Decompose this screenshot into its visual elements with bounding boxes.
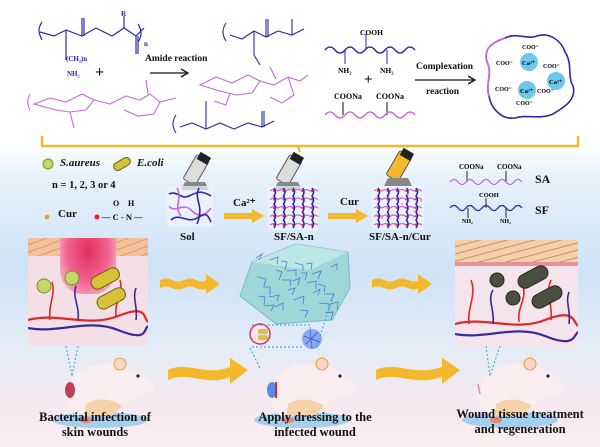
s-aureus-bacterium	[64, 270, 80, 286]
guide-lines-mouse-3	[485, 345, 501, 377]
plus-sign-2: +	[364, 72, 373, 88]
key-sf-cooh: COOH	[479, 192, 499, 199]
complexation-label-2: reaction	[426, 87, 460, 97]
stage-caption-1: Bacterial infection of skin wounds	[20, 410, 170, 440]
e-coli-bacterium	[96, 287, 126, 310]
sf-nh2-right: NH₂	[380, 66, 394, 75]
ca-complex-ring	[485, 34, 575, 119]
sf-chain-top	[324, 34, 416, 64]
dead-bacterium	[489, 272, 505, 288]
sf-polymer-n: n	[144, 40, 148, 48]
infected-inset-icon	[249, 323, 271, 345]
stage-arrow-upper-1	[160, 274, 220, 294]
s-aureus-icon	[42, 158, 54, 170]
e-coli-icon	[113, 157, 131, 171]
infected-skin-panel	[28, 238, 148, 346]
sf-polymer-ch2n: (CH₂)n	[66, 55, 88, 63]
mouse-healed	[462, 357, 565, 428]
sa-chain-top	[324, 102, 416, 119]
amide-dot-icon	[94, 214, 100, 220]
amide-reaction-arrow	[150, 68, 190, 78]
plus-sign-1: +	[95, 64, 105, 81]
legend-s-aureus: S.aureus	[60, 157, 101, 169]
key-sa-label: SA	[535, 172, 551, 186]
stage-caption-3: Wound tissue treatment and regeneration	[440, 407, 600, 437]
dead-bacterium	[505, 290, 521, 306]
sol-network	[167, 186, 213, 226]
cur-step-arrow	[328, 209, 368, 223]
amide-bond: — C - N —	[102, 212, 143, 222]
key-sf-nh2-1: NH₂	[462, 219, 473, 225]
cur-arrow-label: Cur	[340, 196, 359, 208]
stage-caption-1-line-1: Bacterial infection of	[39, 410, 151, 424]
legend-n-values: n = 1, 2, 3 or 4	[52, 180, 116, 191]
legend-cur: Cur	[58, 208, 77, 220]
ca-label-1: Ca²⁺	[522, 60, 536, 67]
gold-bracket	[40, 136, 580, 153]
coo-1: COO⁻	[522, 45, 539, 51]
sf-polymer-structure	[38, 16, 145, 60]
coo-4: COO⁻	[495, 87, 512, 93]
sfsacur-network	[372, 186, 424, 230]
zoom-guide-lines	[249, 299, 333, 369]
amide-h: H	[128, 199, 135, 208]
stage-arrow-lower-1	[168, 358, 248, 384]
amide-reaction-label: Amide reaction	[145, 54, 208, 64]
key-sf-label: SF	[535, 203, 550, 217]
legend-e-coli: E.coli	[137, 157, 164, 169]
mouse-dressed	[254, 357, 357, 428]
label-sol: Sol	[180, 231, 195, 243]
label-sfsacur: SF/SA-n/Cur	[369, 231, 431, 243]
guide-lines-mouse-1	[65, 345, 79, 377]
hydrogel-block	[239, 243, 351, 325]
key-sf-chain	[449, 198, 523, 218]
sfsa-network	[268, 186, 319, 230]
cur-dot-icon	[44, 214, 50, 220]
stage-caption-2-line-1: Apply dressing to the	[258, 410, 372, 424]
coo-2: COO⁻	[496, 61, 513, 67]
dead-bacterium	[517, 265, 549, 289]
stage-caption-2: Apply dressing to the infected wound	[240, 410, 390, 440]
sf-polymer-nh2: NH₂	[67, 70, 80, 78]
stage-caption-2-line-2: infected wound	[274, 425, 356, 439]
healing-skin-panel	[455, 240, 578, 348]
stage-arrow-lower-2	[376, 358, 460, 384]
sa-ring-structure	[27, 79, 177, 129]
ca-ion-3	[518, 81, 536, 99]
complexation-label: Complexation	[416, 62, 473, 72]
ca-ion-1	[520, 53, 538, 71]
key-sa-coona-2: COONa	[497, 163, 522, 171]
sf-nh2-left: NH₂	[338, 66, 352, 75]
sa-coona-right: COONa	[376, 92, 404, 101]
key-sa-chain	[449, 171, 523, 186]
dead-bacterium	[531, 285, 563, 309]
sf-cooh-top: COOH	[360, 28, 383, 37]
coo-5: COO⁻	[537, 89, 554, 95]
key-sf-nh2-2: NH₂	[500, 219, 511, 225]
stage-caption-3-line-1: Wound tissue treatment	[456, 407, 584, 421]
label-sfsa: SF/SA-n	[274, 231, 314, 243]
coo-3: COO⁻	[543, 64, 560, 70]
key-sa-coona-1: COONa	[459, 163, 484, 171]
ca-label-3: Ca²⁺	[520, 88, 534, 95]
hydrogel-inset-icon	[302, 329, 322, 349]
sfsacur-vial-icon	[384, 147, 415, 186]
e-coli-bacterium	[90, 267, 120, 290]
amide-product-structure	[172, 19, 309, 134]
stage-caption-1-line-2: skin wounds	[61, 425, 129, 439]
s-aureus-bacterium	[36, 278, 52, 294]
mouse-infected	[52, 357, 155, 428]
coo-6: COO⁻	[516, 101, 533, 107]
sf-polymer-r: R	[121, 10, 127, 18]
ca-ion-2	[547, 72, 565, 90]
stage-caption-3-line-2: and regeneration	[474, 422, 566, 436]
ca-arrow-label: Ca²⁺	[233, 197, 256, 209]
ca-step-arrow	[224, 209, 264, 223]
amide-o: O	[113, 199, 120, 208]
complexation-arrow	[415, 75, 477, 85]
sa-coona-left: COONa	[334, 92, 362, 101]
stage-arrow-upper-2	[372, 274, 432, 294]
ca-label-2: Ca²⁺	[549, 79, 563, 86]
